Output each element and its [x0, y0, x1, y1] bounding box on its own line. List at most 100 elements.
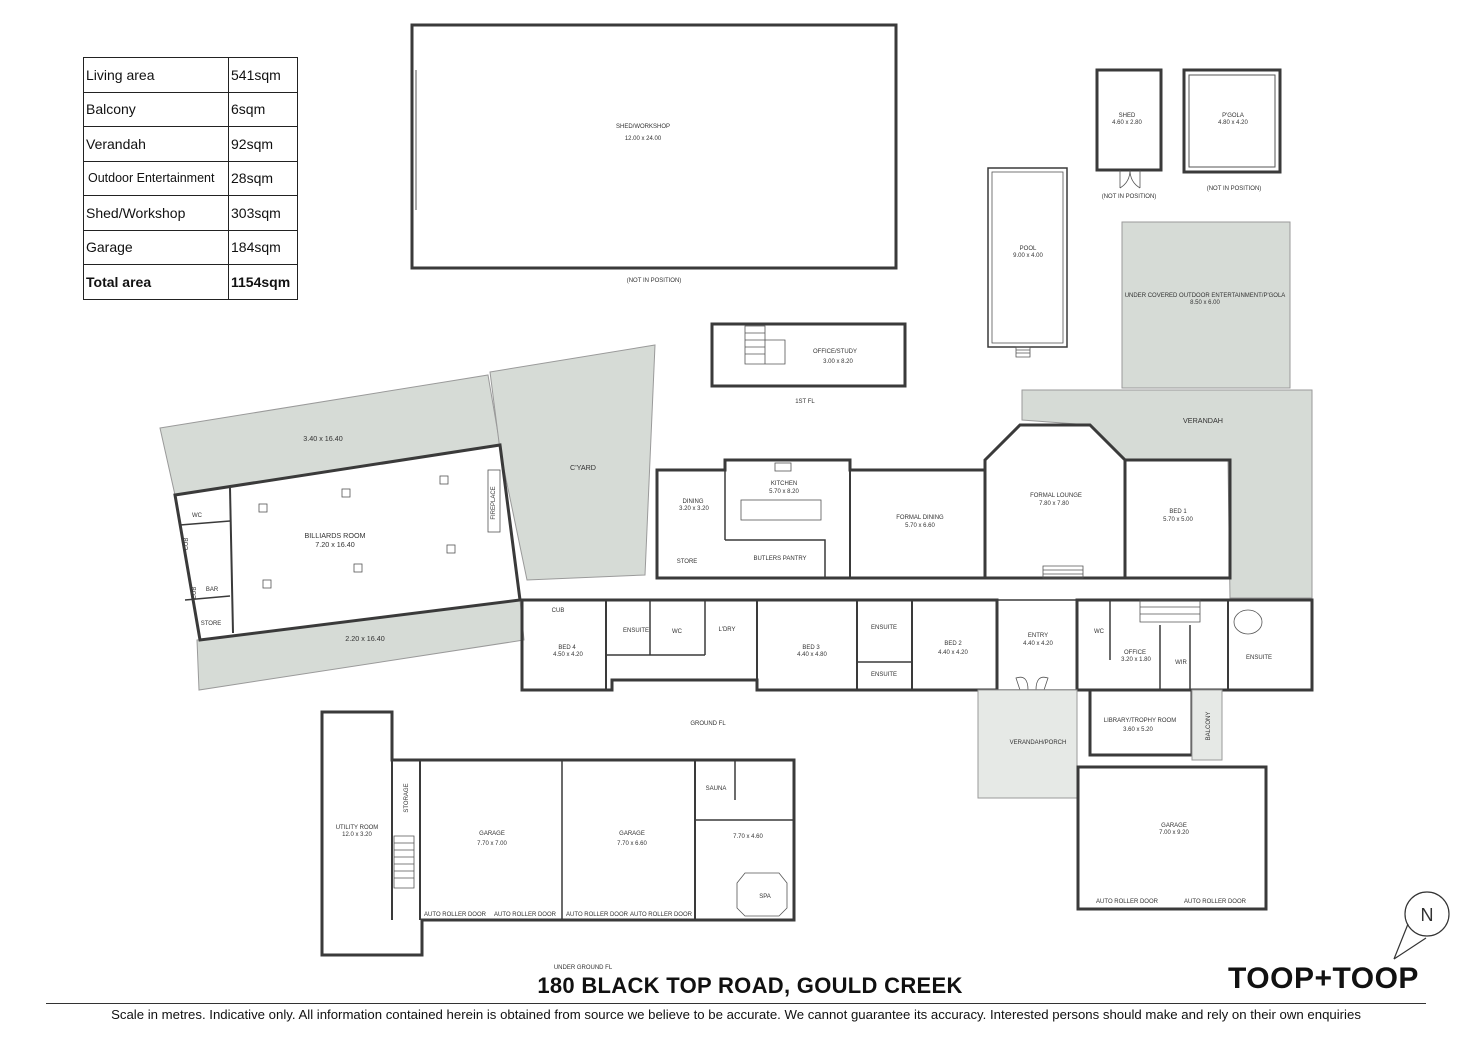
area-value: 541sqm [228, 57, 298, 93]
shed: SHED 4.60 x 2.80 (NOT IN POSITION) [1095, 68, 1163, 200]
balcony-label: BALCONY [1206, 712, 1212, 741]
verandah-top-dims: 3.40 x 16.40 [303, 434, 343, 443]
bed2-dims: 4.40 x 4.20 [938, 650, 968, 656]
verandah-right-label: VERANDAH [1183, 416, 1223, 425]
area-label: Living area [83, 57, 229, 93]
shed-note: (NOT IN POSITION) [1102, 194, 1157, 200]
ensuite-c-label: ENSUITE [871, 672, 897, 678]
cub3-label: CUB [552, 608, 565, 614]
wc-b-label: WC [1094, 629, 1105, 635]
area-value: 303sqm [228, 195, 298, 231]
billiards-label: BILLIARDS ROOM [304, 531, 365, 540]
formal-dining-dims: 5.70 x 6.60 [905, 523, 935, 529]
billiards-store-label: STORE [201, 621, 222, 627]
kitchen-dims: 5.70 x 8.20 [769, 489, 799, 495]
sauna-label: SAUNA [706, 786, 727, 792]
auto-roller-door-2: AUTO ROLLER DOOR [1184, 899, 1247, 905]
bed3-dims: 4.40 x 4.80 [797, 652, 827, 658]
garage-r-dims: 7.00 x 9.20 [1159, 830, 1189, 836]
courtyard-label: C'YARD [570, 463, 596, 472]
pergola-note: (NOT IN POSITION) [1207, 186, 1262, 192]
pool-dims: 9.00 x 4.00 [1013, 253, 1043, 259]
wc-a-label: WC [672, 629, 683, 635]
cub1-label: CUB [184, 538, 190, 551]
area-total-value: 1154sqm [228, 264, 298, 300]
butlers-pantry-label: BUTLERS PANTRY [753, 556, 806, 562]
auto-roller-door-4: AUTO ROLLER DOOR [494, 912, 557, 918]
disclaimer-text: Scale in metres. Indicative only. All in… [111, 1007, 1361, 1022]
billiards-wc-label: WC [192, 513, 203, 519]
office-study-label: OFFICE/STUDY [813, 349, 857, 355]
verandah-bottom-dims: 2.20 x 16.40 [345, 634, 385, 643]
outdoor-ent-label: UNDER COVERED OUTDOOR ENTERTAINMENT/P'GO… [1125, 293, 1286, 299]
area-total-label: Total area [83, 264, 229, 300]
bed1-dims: 5.70 x 5.00 [1163, 517, 1193, 523]
area-label: Shed/Workshop [83, 195, 229, 231]
area-label: Outdoor Entertainment [83, 160, 229, 196]
laundry-label: L'DRY [718, 627, 735, 633]
bed1-label: BED 1 [1169, 509, 1187, 515]
outdoor-entertainment: UNDER COVERED OUTDOOR ENTERTAINMENT/P'GO… [1121, 221, 1291, 389]
ensuite-d-label: ENSUITE [1246, 655, 1272, 661]
garage-l1-label: GARAGE [479, 831, 505, 837]
garage-l2-label: GARAGE [619, 831, 645, 837]
garage-l2-dims: 7.70 x 6.60 [617, 841, 647, 847]
bar-label: BAR [206, 587, 219, 593]
brand-logo: TOOP+TOOP [1228, 962, 1419, 995]
formal-lounge-dims: 7.80 x 7.80 [1039, 501, 1069, 507]
auto-roller-door-3: AUTO ROLLER DOOR [424, 912, 487, 918]
shed-dims: 4.60 x 2.80 [1112, 120, 1142, 126]
office-study-first-floor: OFFICE/STUDY 3.00 x 8.20 1ST FL [710, 322, 907, 405]
pergola-dims: 4.80 x 4.20 [1218, 120, 1248, 126]
garage-r-label: GARAGE [1161, 823, 1187, 829]
wir-label: WIR [1175, 660, 1187, 666]
fireplace-label: FIREPLACE [491, 486, 497, 519]
compass-icon: N [1393, 891, 1450, 960]
underground-floor-label: UNDER GROUND FL [554, 965, 613, 971]
shed-workshop-dims: 12.00 x 24.00 [625, 136, 662, 142]
library-dims: 3.60 x 5.20 [1123, 727, 1153, 733]
auto-roller-door-6: AUTO ROLLER DOOR [630, 912, 693, 918]
verandah-porch-label: VERANDAH/PORCH [1010, 740, 1067, 746]
pergola-label: P'GOLA [1222, 113, 1244, 119]
garage-l1-dims: 7.70 x 7.00 [477, 841, 507, 847]
underground-floor: UTILITY ROOM 12.0 x 3.20 STORAGE GARAGE … [320, 710, 796, 971]
formal-lounge-label: FORMAL LOUNGE [1030, 493, 1082, 499]
bed2-label: BED 2 [944, 641, 962, 647]
storage-label: STORAGE [404, 783, 410, 812]
area-value: 184sqm [228, 229, 298, 265]
shed-label: SHED [1119, 113, 1136, 119]
area-value: 6sqm [228, 91, 298, 127]
office-study-dims: 3.00 x 8.20 [823, 359, 853, 365]
office-label: OFFICE [1124, 650, 1146, 656]
spa-label: SPA [759, 894, 771, 900]
bed4-dims: 4.50 x 4.20 [553, 652, 583, 658]
first-floor-label: 1ST FL [795, 399, 815, 405]
dining-label: DINING [683, 499, 704, 505]
ground-floor-label: GROUND FL [690, 721, 726, 727]
bed3-label: BED 3 [802, 645, 820, 651]
ensuite-a-label: ENSUITE [623, 628, 649, 634]
office-dims: 3.20 x 1.80 [1121, 657, 1151, 663]
shed-workshop-label: SHED/WORKSHOP [616, 124, 670, 130]
library-label: LIBRARY/TROPHY ROOM [1104, 718, 1176, 724]
dining-dims: 3.20 x 3.20 [679, 506, 709, 512]
ensuite-b-label: ENSUITE [871, 625, 897, 631]
shed-workshop-note: (NOT IN POSITION) [627, 278, 682, 284]
billiards-dims: 7.20 x 16.40 [315, 540, 355, 549]
formal-dining-label: FORMAL DINING [896, 515, 944, 521]
main-house: VERANDAH DINING 3.20 x 3.20 KITCHEN 5.70… [520, 389, 1314, 911]
shed-workshop: SHED/WORKSHOP 12.00 x 24.00 (NOT IN POSI… [410, 23, 898, 284]
outdoor-ent-dims: 8.50 x 6.00 [1190, 300, 1220, 306]
kitchen-label: KITCHEN [771, 481, 797, 487]
pergola: P'GOLA 4.80 x 4.20 (NOT IN POSITION) [1182, 68, 1282, 192]
kitchen-store-label: STORE [677, 559, 698, 565]
entry-dims: 4.40 x 4.20 [1023, 641, 1053, 647]
